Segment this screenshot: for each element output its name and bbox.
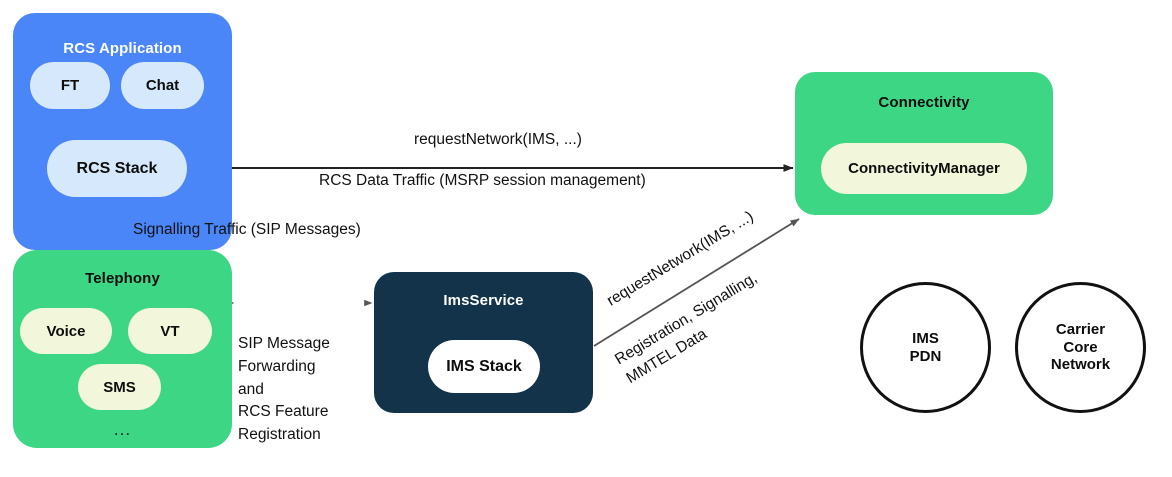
sip-fwd-line3: and	[238, 380, 264, 398]
pill-ims-stack[interactable]: IMS Stack	[428, 340, 540, 393]
pill-connectivity-manager[interactable]: ConnectivityManager	[821, 143, 1027, 194]
carrier-line2: Core	[1063, 338, 1098, 356]
carrier-line1: Carrier	[1055, 320, 1106, 338]
ims-service-title: ImsService	[443, 292, 524, 309]
connectivity-title: Connectivity	[878, 94, 970, 111]
pill-vt[interactable]: VT	[128, 308, 212, 354]
pill-voice[interactable]: Voice	[20, 308, 112, 354]
rcs-application-title: RCS Application	[63, 40, 182, 57]
regsig-line1: Registration, Signalling,	[612, 269, 761, 369]
label-requestnetwork-top: requestNetwork(IMS, ...)	[414, 131, 582, 148]
ims-pdn-line2: PDN	[909, 347, 942, 365]
pill-chat[interactable]: Chat	[121, 62, 204, 109]
sip-fwd-line4: RCS Feature	[238, 403, 329, 421]
block-rcs-application[interactable]: RCS Application	[13, 13, 232, 250]
sip-fwd-line5: Registration	[238, 426, 321, 444]
label-signalling-traffic: Signalling Traffic (SIP Messages)	[133, 221, 361, 238]
circle-carrier-core-network[interactable]: Carrier Core Network	[1015, 282, 1146, 413]
sip-fwd-line2: Forwarding	[238, 357, 316, 375]
label-sip-message-forwarding: SIP Message Forwarding and RCS Feature R…	[238, 333, 378, 447]
label-rcs-data-traffic: RCS Data Traffic (MSRP session managemen…	[319, 172, 646, 189]
telephony-title: Telephony	[85, 270, 160, 287]
pill-rcs-stack[interactable]: RCS Stack	[47, 140, 187, 197]
label-registration-signalling: Registration, Signalling, MMTEL Data	[611, 243, 813, 389]
ims-pdn-line1: IMS	[912, 329, 939, 347]
circle-ims-pdn[interactable]: IMS PDN	[860, 282, 991, 413]
sip-fwd-line1: SIP Message	[238, 335, 330, 352]
pill-ft[interactable]: FT	[30, 62, 110, 109]
carrier-line3: Network	[1050, 356, 1111, 374]
telephony-ellipsis: ...	[113, 420, 132, 439]
pill-sms[interactable]: SMS	[78, 364, 161, 410]
